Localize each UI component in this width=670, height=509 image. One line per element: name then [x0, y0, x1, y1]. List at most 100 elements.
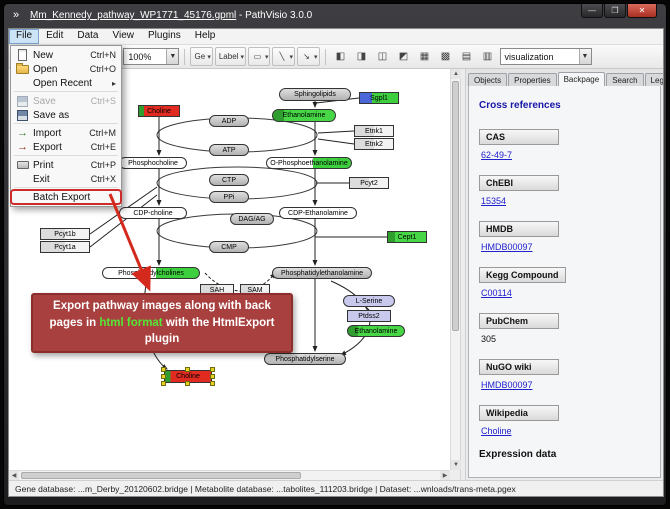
- pathway-node-pcyt2[interactable]: Pcyt2: [349, 177, 389, 189]
- selection-handle[interactable]: [210, 367, 215, 372]
- close-button[interactable]: ✕: [627, 4, 657, 18]
- align-left-icon[interactable]: ◧: [335, 51, 346, 62]
- menu-item-batch-export[interactable]: Batch Export: [10, 189, 122, 205]
- gene-product-tool-label: Ge: [194, 52, 206, 61]
- pathway-node-ptdss2[interactable]: Ptdss2: [347, 310, 391, 322]
- tab-properties[interactable]: Properties: [508, 73, 557, 86]
- pathway-node-pcyt1b[interactable]: Pcyt1b: [40, 228, 90, 240]
- pathway-node-atp[interactable]: ATP: [209, 144, 249, 156]
- zoom-combobox[interactable]: 100% ▼: [123, 48, 180, 65]
- chevron-down-icon: ▾: [264, 53, 269, 61]
- pathway-node-sphingolipids[interactable]: Sphingolipids: [279, 88, 351, 101]
- crossref-id[interactable]: Choline: [481, 426, 512, 436]
- selection-handle[interactable]: [185, 381, 190, 386]
- selection-handle[interactable]: [210, 381, 215, 386]
- crossref-id[interactable]: HMDB00097: [481, 380, 533, 390]
- align-top-icon[interactable]: ◩: [398, 51, 409, 62]
- horizontal-scroll-thumb[interactable]: [21, 472, 301, 479]
- menubar-item-plugins[interactable]: Plugins: [147, 30, 181, 41]
- pathway-node-etnk1[interactable]: Etnk1: [354, 125, 394, 137]
- same-width-icon[interactable]: ▤: [461, 51, 472, 62]
- toolbar-line-tool[interactable]: ╲▾: [272, 47, 295, 66]
- menu-item-shortcut: Ctrl+O: [89, 64, 116, 74]
- pathway-node-choline[interactable]: Choline: [138, 105, 180, 117]
- crossref-source: Kegg Compound: [479, 267, 566, 283]
- tab-legend[interactable]: Legend: [644, 73, 663, 86]
- toolbar-label-tool[interactable]: Label▾: [214, 47, 246, 66]
- crossref-id[interactable]: 62-49-7: [481, 150, 513, 160]
- selection-handle[interactable]: [161, 367, 166, 372]
- menu-item-shortcut: Ctrl+S: [90, 96, 116, 106]
- menu-item-shortcut: Ctrl+M: [89, 128, 116, 138]
- pathway-node-phosphatidylcholines[interactable]: Phosphatidylcholines: [102, 267, 200, 279]
- crossref-id[interactable]: HMDB00097: [481, 242, 533, 252]
- pathway-node-cept1[interactable]: Cept1: [387, 231, 427, 243]
- horizontal-scrollbar[interactable]: ◀ ▶: [9, 470, 450, 481]
- toolbar-shape-tool[interactable]: ▭▾: [247, 47, 271, 66]
- maximize-button[interactable]: ❐: [604, 4, 626, 18]
- pathway-node-adp[interactable]: ADP: [209, 115, 249, 127]
- tab-backpage[interactable]: Backpage: [557, 72, 606, 86]
- pathway-node-l-serine[interactable]: L-Serine: [343, 295, 395, 307]
- menu-item-open-recent[interactable]: Open Recent▸: [11, 76, 121, 90]
- vertical-scroll-thumb[interactable]: [452, 81, 459, 331]
- pathway-node-phosphatidylserine[interactable]: Phosphatidylserine: [264, 353, 346, 365]
- selection-handle[interactable]: [161, 381, 166, 386]
- pathway-node-ppi[interactable]: PPi: [209, 191, 249, 203]
- pathway-node-cdp-ethanolamine[interactable]: CDP-Ethanolamine: [279, 207, 357, 219]
- same-height-icon[interactable]: ▥: [482, 51, 493, 62]
- pathway-node-cmp[interactable]: CMP: [209, 241, 249, 253]
- pathway-node-ethanolamine[interactable]: Ethanolamine: [272, 109, 336, 122]
- titlebar[interactable]: » Mm_Kennedy_pathway_WP1771_45176.gpml -…: [4, 4, 666, 28]
- vertical-scrollbar[interactable]: ▲ ▼: [450, 69, 461, 470]
- pathway-node-etnk2[interactable]: Etnk2: [354, 138, 394, 150]
- pathway-node-phosphocholine[interactable]: Phosphocholine: [119, 157, 187, 169]
- selection-handle[interactable]: [185, 367, 190, 372]
- menubar-item-file[interactable]: File: [9, 29, 40, 44]
- align-right-icon[interactable]: ◨: [356, 51, 367, 62]
- pathway-node-sgpl1[interactable]: Sgpl1: [359, 92, 399, 104]
- menu-separator: [14, 123, 118, 124]
- menu-item-save-as[interactable]: Save as: [11, 108, 121, 122]
- tab-objects[interactable]: Objects: [468, 73, 508, 86]
- scroll-up-icon[interactable]: ▲: [451, 69, 461, 79]
- scroll-left-icon[interactable]: ◀: [9, 471, 19, 481]
- minimize-button[interactable]: —: [581, 4, 603, 18]
- tab-search[interactable]: Search: [606, 73, 644, 86]
- scroll-right-icon[interactable]: ▶: [440, 471, 450, 481]
- distribute-vertical-icon[interactable]: ▩: [440, 51, 451, 62]
- menubar-item-help[interactable]: Help: [194, 30, 216, 41]
- toolbar-connector-tool[interactable]: ↘▾: [296, 47, 320, 66]
- distribute-horizontal-icon[interactable]: ▦: [419, 51, 430, 62]
- align-center-icon[interactable]: ◫: [377, 51, 388, 62]
- scroll-down-icon[interactable]: ▼: [451, 460, 461, 470]
- selection-handle[interactable]: [161, 373, 166, 379]
- crossref-id[interactable]: C00114: [481, 288, 512, 298]
- pathway-node-ethanolamine[interactable]: Ethanolamine: [347, 325, 405, 337]
- pathway-node-cdp-choline[interactable]: CDP-choline: [119, 207, 187, 219]
- menubar-item-view[interactable]: View: [112, 30, 134, 41]
- pathway-node-pcyt1a[interactable]: Pcyt1a: [40, 241, 90, 253]
- panel-splitter[interactable]: [460, 69, 466, 480]
- save-icon: [17, 95, 28, 107]
- menu-item-shortcut: Ctrl+N: [90, 50, 116, 60]
- crossref-id[interactable]: 15354: [481, 196, 507, 206]
- visualization-combobox[interactable]: visualization ▼: [499, 48, 592, 65]
- pathway-node-o-phosphoethanolamine[interactable]: O-Phosphoethanolamine: [266, 157, 352, 169]
- selection-handle[interactable]: [210, 373, 215, 379]
- pathway-node-phosphatidylethanolamine[interactable]: Phosphatidylethanolamine: [272, 267, 372, 279]
- pathway-node-dag-ag[interactable]: DAG/AG: [230, 213, 274, 225]
- pathway-node-ctp[interactable]: CTP: [209, 174, 249, 186]
- menubar-item-edit[interactable]: Edit: [46, 30, 64, 41]
- toolbar-gene-product-tool[interactable]: Ge▾: [190, 47, 213, 66]
- menubar-item-data[interactable]: Data: [77, 30, 99, 41]
- menu-item-label: Export: [33, 141, 62, 153]
